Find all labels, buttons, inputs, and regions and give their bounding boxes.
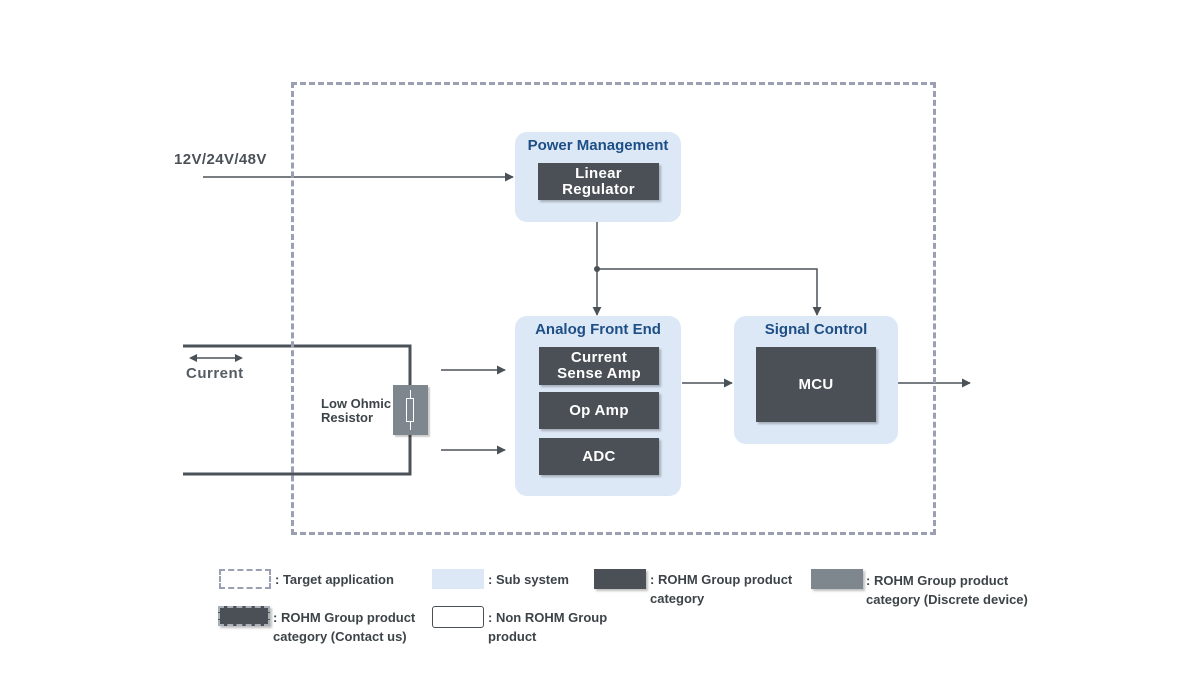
product-op-amp[interactable]: Op Amp: [539, 392, 659, 429]
low-ohmic-resistor-label: Low Ohmic Resistor: [321, 396, 392, 425]
supply-voltage-label: 12V/24V/48V: [174, 151, 267, 168]
legend-text-product-category: : ROHM Group product category: [650, 572, 793, 606]
subsystem-power-management[interactable]: Power Management Linear Regulator: [515, 132, 681, 222]
legend-swatch-discrete-device: [811, 569, 863, 589]
product-current-sense-amp[interactable]: Current Sense Amp: [539, 347, 659, 385]
legend-text-non-rohm: : Non ROHM Group product: [488, 610, 608, 644]
product-mcu[interactable]: MCU: [756, 347, 876, 422]
legend-text-target-application: : Target application: [275, 572, 394, 587]
current-loop-bottom: [183, 435, 412, 476]
subsystem-analog-front-end[interactable]: Analog Front End Current Sense Amp Op Am…: [515, 316, 681, 496]
legend-text-sub-system: : Sub system: [488, 572, 569, 587]
resistor-symbol-icon: [406, 398, 414, 422]
current-arrow-left: [189, 354, 197, 362]
product-linear-regulator[interactable]: Linear Regulator: [538, 163, 659, 200]
current-loop-top: [183, 344, 412, 385]
legend-swatch-contact-us: [218, 606, 270, 626]
subsystem-title: Analog Front End: [535, 321, 661, 338]
resistor-lead-bottom: [409, 422, 411, 430]
product-adc[interactable]: ADC: [539, 438, 659, 475]
mcu-power-arrow: [597, 268, 822, 316]
low-ohmic-resistor[interactable]: [393, 385, 428, 435]
current-label: Current: [186, 365, 244, 382]
subsystem-title: Power Management: [527, 137, 669, 154]
current-arrow-right: [235, 354, 243, 362]
subsystem-signal-control[interactable]: Signal Control MCU: [734, 316, 898, 444]
resistor-lead-top: [409, 390, 411, 398]
subsystem-title: Signal Control: [764, 321, 868, 338]
legend-swatch-sub-system: [432, 569, 484, 589]
legend-swatch-target-application: [219, 569, 271, 589]
legend-swatch-non-rohm: [432, 606, 484, 628]
junction-dot: [594, 266, 600, 272]
legend-text-discrete-device: : ROHM Group product category (Discrete …: [866, 573, 1028, 607]
legend-text-contact-us: : ROHM Group product category (Contact u…: [273, 610, 416, 644]
legend-swatch-product-category: [594, 569, 646, 589]
target-application-frame: [291, 82, 936, 535]
